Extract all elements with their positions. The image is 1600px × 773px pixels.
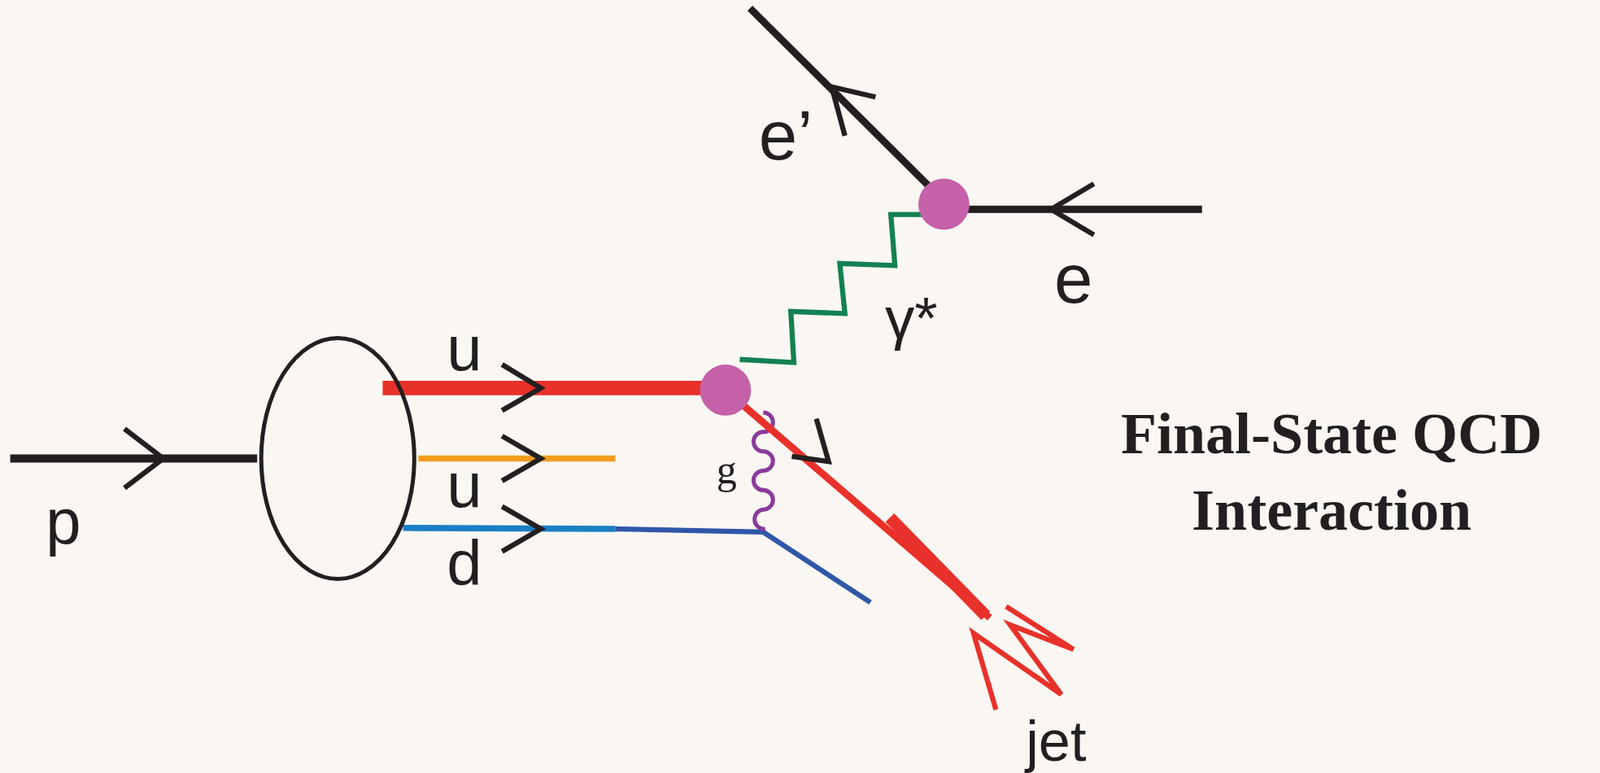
jet-line bbox=[889, 517, 986, 615]
quark-label: u bbox=[446, 317, 482, 381]
arrow-chevron bbox=[501, 435, 541, 481]
arrow-chevron bbox=[501, 505, 541, 551]
heading-note: Final-State QCD Interaction bbox=[1079, 396, 1584, 549]
jet-burst bbox=[973, 605, 1074, 710]
arrow-chevron bbox=[1050, 183, 1095, 236]
particle-label: γ* bbox=[885, 288, 938, 349]
arrow-chevron bbox=[501, 364, 541, 410]
proton-line bbox=[10, 453, 258, 463]
particle-label: e bbox=[1054, 244, 1093, 314]
electron-line bbox=[749, 8, 933, 190]
jet-line bbox=[725, 389, 990, 618]
vertex-dot bbox=[700, 364, 752, 416]
proton-label: p bbox=[45, 490, 81, 554]
gluon-label: g bbox=[716, 449, 737, 490]
down-quark-line bbox=[403, 527, 616, 529]
particle-label: e’ bbox=[758, 100, 813, 171]
arrow-chevron bbox=[791, 418, 829, 463]
electron-line bbox=[954, 205, 1203, 214]
vertex-dot bbox=[918, 178, 970, 231]
arrow-chevron bbox=[124, 428, 164, 489]
quark-label: u bbox=[446, 453, 482, 518]
down-quark-line bbox=[614, 528, 871, 602]
arrow-chevron bbox=[831, 87, 876, 136]
proton-ellipse bbox=[261, 337, 415, 579]
jet-label: jet bbox=[1025, 712, 1086, 770]
quark-label: d bbox=[446, 531, 482, 596]
